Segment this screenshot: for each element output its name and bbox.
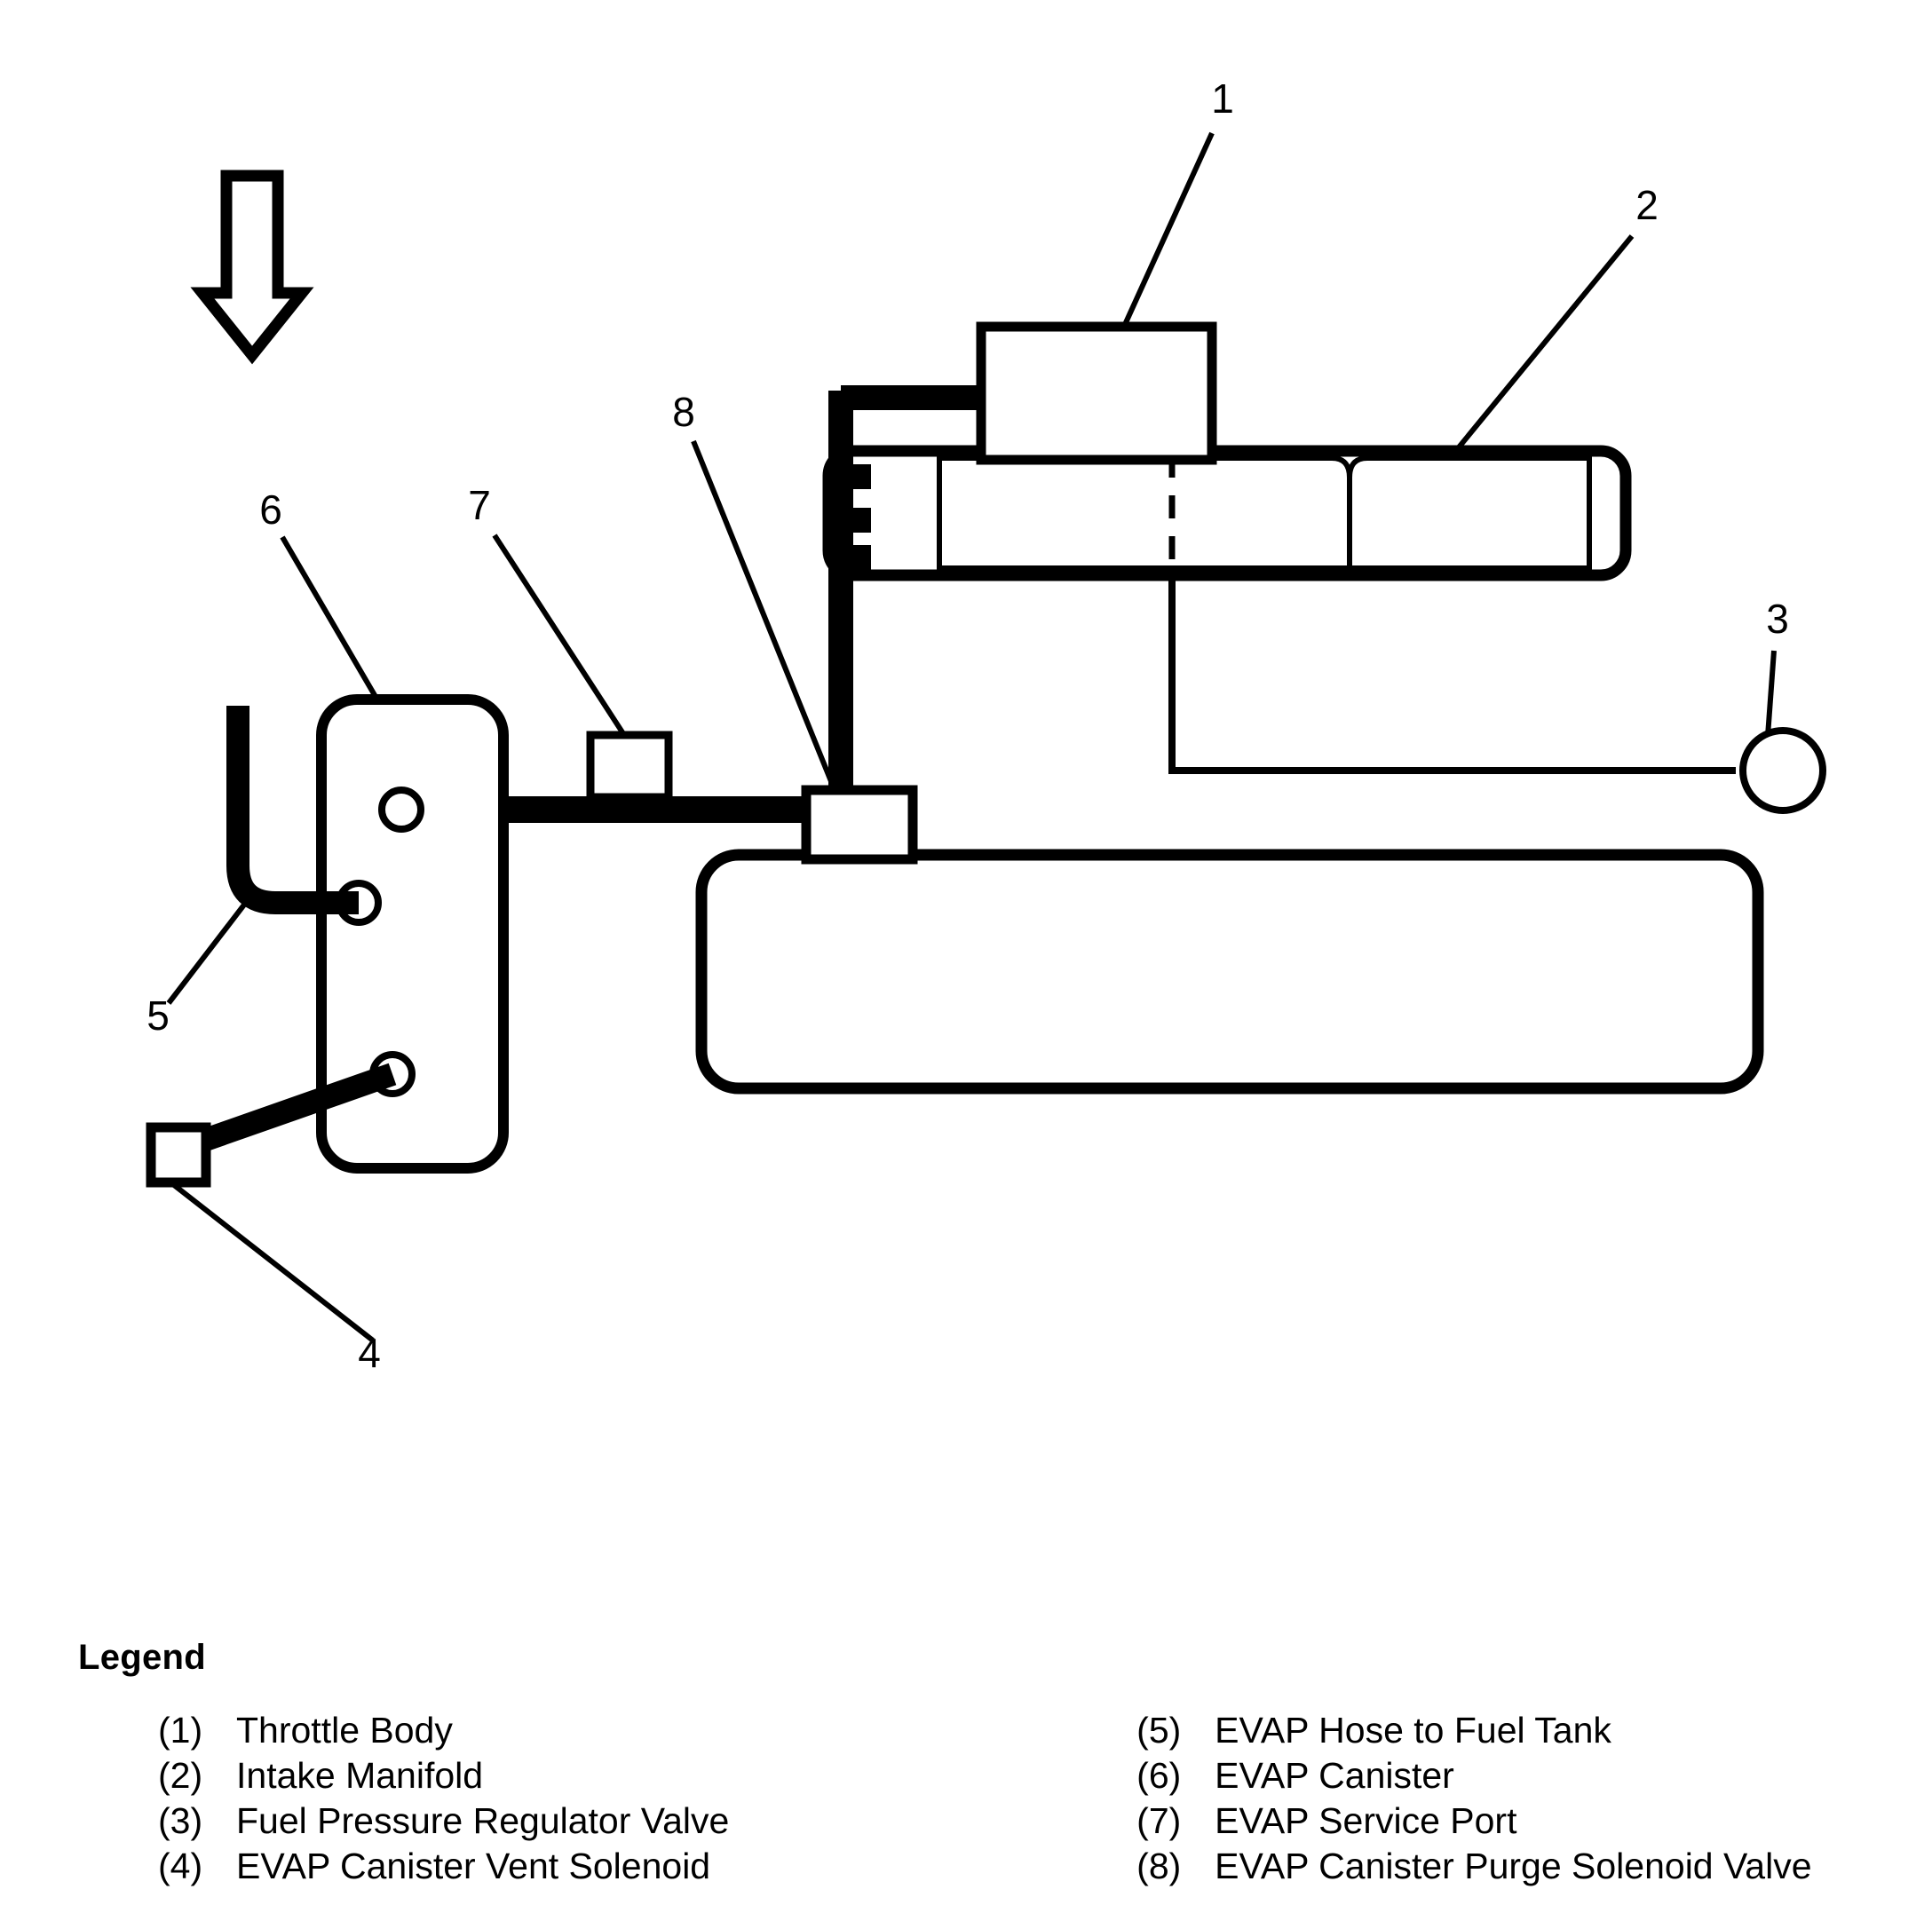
fuel-tank (695, 849, 1764, 1095)
legend-column-left: (1) Throttle Body (2) Intake Manifold (3… (78, 1708, 1073, 1889)
legend-item-5: (5) EVAP Hose to Fuel Tank (1136, 1708, 1872, 1753)
evap-hose-to-fuel-tank (226, 706, 359, 914)
callout-2: 2 (1635, 182, 1659, 228)
legend-index-1: (1) (158, 1710, 203, 1751)
legend-index-5: (5) (1136, 1710, 1182, 1751)
legend-label-6: EVAP Canister (1215, 1755, 1454, 1797)
evap-canister-purge-solenoid-valve (801, 785, 918, 865)
fuel-pressure-regulator-line (1168, 575, 1826, 814)
leader-line-3 (1765, 650, 1777, 737)
leader-line-6 (280, 535, 381, 703)
canister-port-purge (378, 787, 424, 833)
fuel-pressure-regulator-valve (1739, 727, 1826, 814)
legend-label-5: EVAP Hose to Fuel Tank (1215, 1710, 1611, 1751)
callout-8: 8 (672, 389, 695, 435)
intake-manifold (822, 445, 1632, 581)
leader-line-2 (1452, 234, 1635, 455)
legend-label-1: Throttle Body (236, 1710, 453, 1751)
legend-index-8: (8) (1136, 1846, 1182, 1887)
legend-index-3: (3) (158, 1800, 203, 1842)
legend-item-7: (7) EVAP Service Port (1136, 1798, 1872, 1844)
leader-lines (166, 131, 1777, 1343)
leader-line-1 (1120, 131, 1215, 330)
legend: Legend (1) Throttle Body (2) Intake Mani… (78, 1638, 1872, 1889)
legend-label-3: Fuel Pressure Regulator Valve (236, 1800, 730, 1842)
legend-label-8: EVAP Canister Purge Solenoid Valve (1215, 1846, 1812, 1887)
callout-7: 7 (468, 482, 491, 528)
legend-columns: (1) Throttle Body (2) Intake Manifold (3… (78, 1708, 1872, 1889)
legend-item-3: (3) Fuel Pressure Regulator Valve (158, 1798, 1073, 1844)
callout-numbers: 1 2 3 4 5 6 7 8 (146, 75, 1789, 1376)
legend-index-2: (2) (158, 1755, 203, 1797)
legend-item-1: (1) Throttle Body (158, 1708, 1073, 1753)
legend-label-7: EVAP Service Port (1215, 1800, 1517, 1842)
legend-index-7: (7) (1136, 1800, 1182, 1842)
callout-6: 6 (259, 486, 282, 533)
leader-line-7 (492, 534, 627, 737)
throttle-body (976, 321, 1217, 465)
legend-heading: Legend (78, 1638, 207, 1677)
legend-label-2: Intake Manifold (236, 1755, 484, 1797)
airflow-arrow-icon (190, 170, 314, 365)
legend-column-right: (5) EVAP Hose to Fuel Tank (6) EVAP Cani… (1073, 1708, 1872, 1889)
callout-3: 3 (1766, 596, 1789, 642)
leader-line-8 (691, 439, 837, 792)
evap-canister-vent-solenoid-hose (173, 1063, 397, 1161)
leader-line-4 (172, 1182, 375, 1343)
purge-hose (828, 385, 986, 790)
evap-service-port (586, 731, 673, 802)
legend-index-6: (6) (1136, 1755, 1182, 1797)
legend-item-2: (2) Intake Manifold (158, 1753, 1073, 1798)
callout-5: 5 (146, 992, 170, 1039)
evap-canister-vent-solenoid (146, 1122, 211, 1188)
legend-item-4: (4) EVAP Canister Vent Solenoid (158, 1844, 1073, 1889)
legend-index-4: (4) (158, 1846, 203, 1887)
callout-1: 1 (1211, 75, 1234, 122)
callout-4: 4 (358, 1330, 381, 1376)
legend-item-8: (8) EVAP Canister Purge Solenoid Valve (1136, 1844, 1872, 1889)
legend-item-6: (6) EVAP Canister (1136, 1753, 1872, 1798)
leader-line-5 (166, 895, 253, 1005)
legend-label-4: EVAP Canister Vent Solenoid (236, 1846, 711, 1887)
